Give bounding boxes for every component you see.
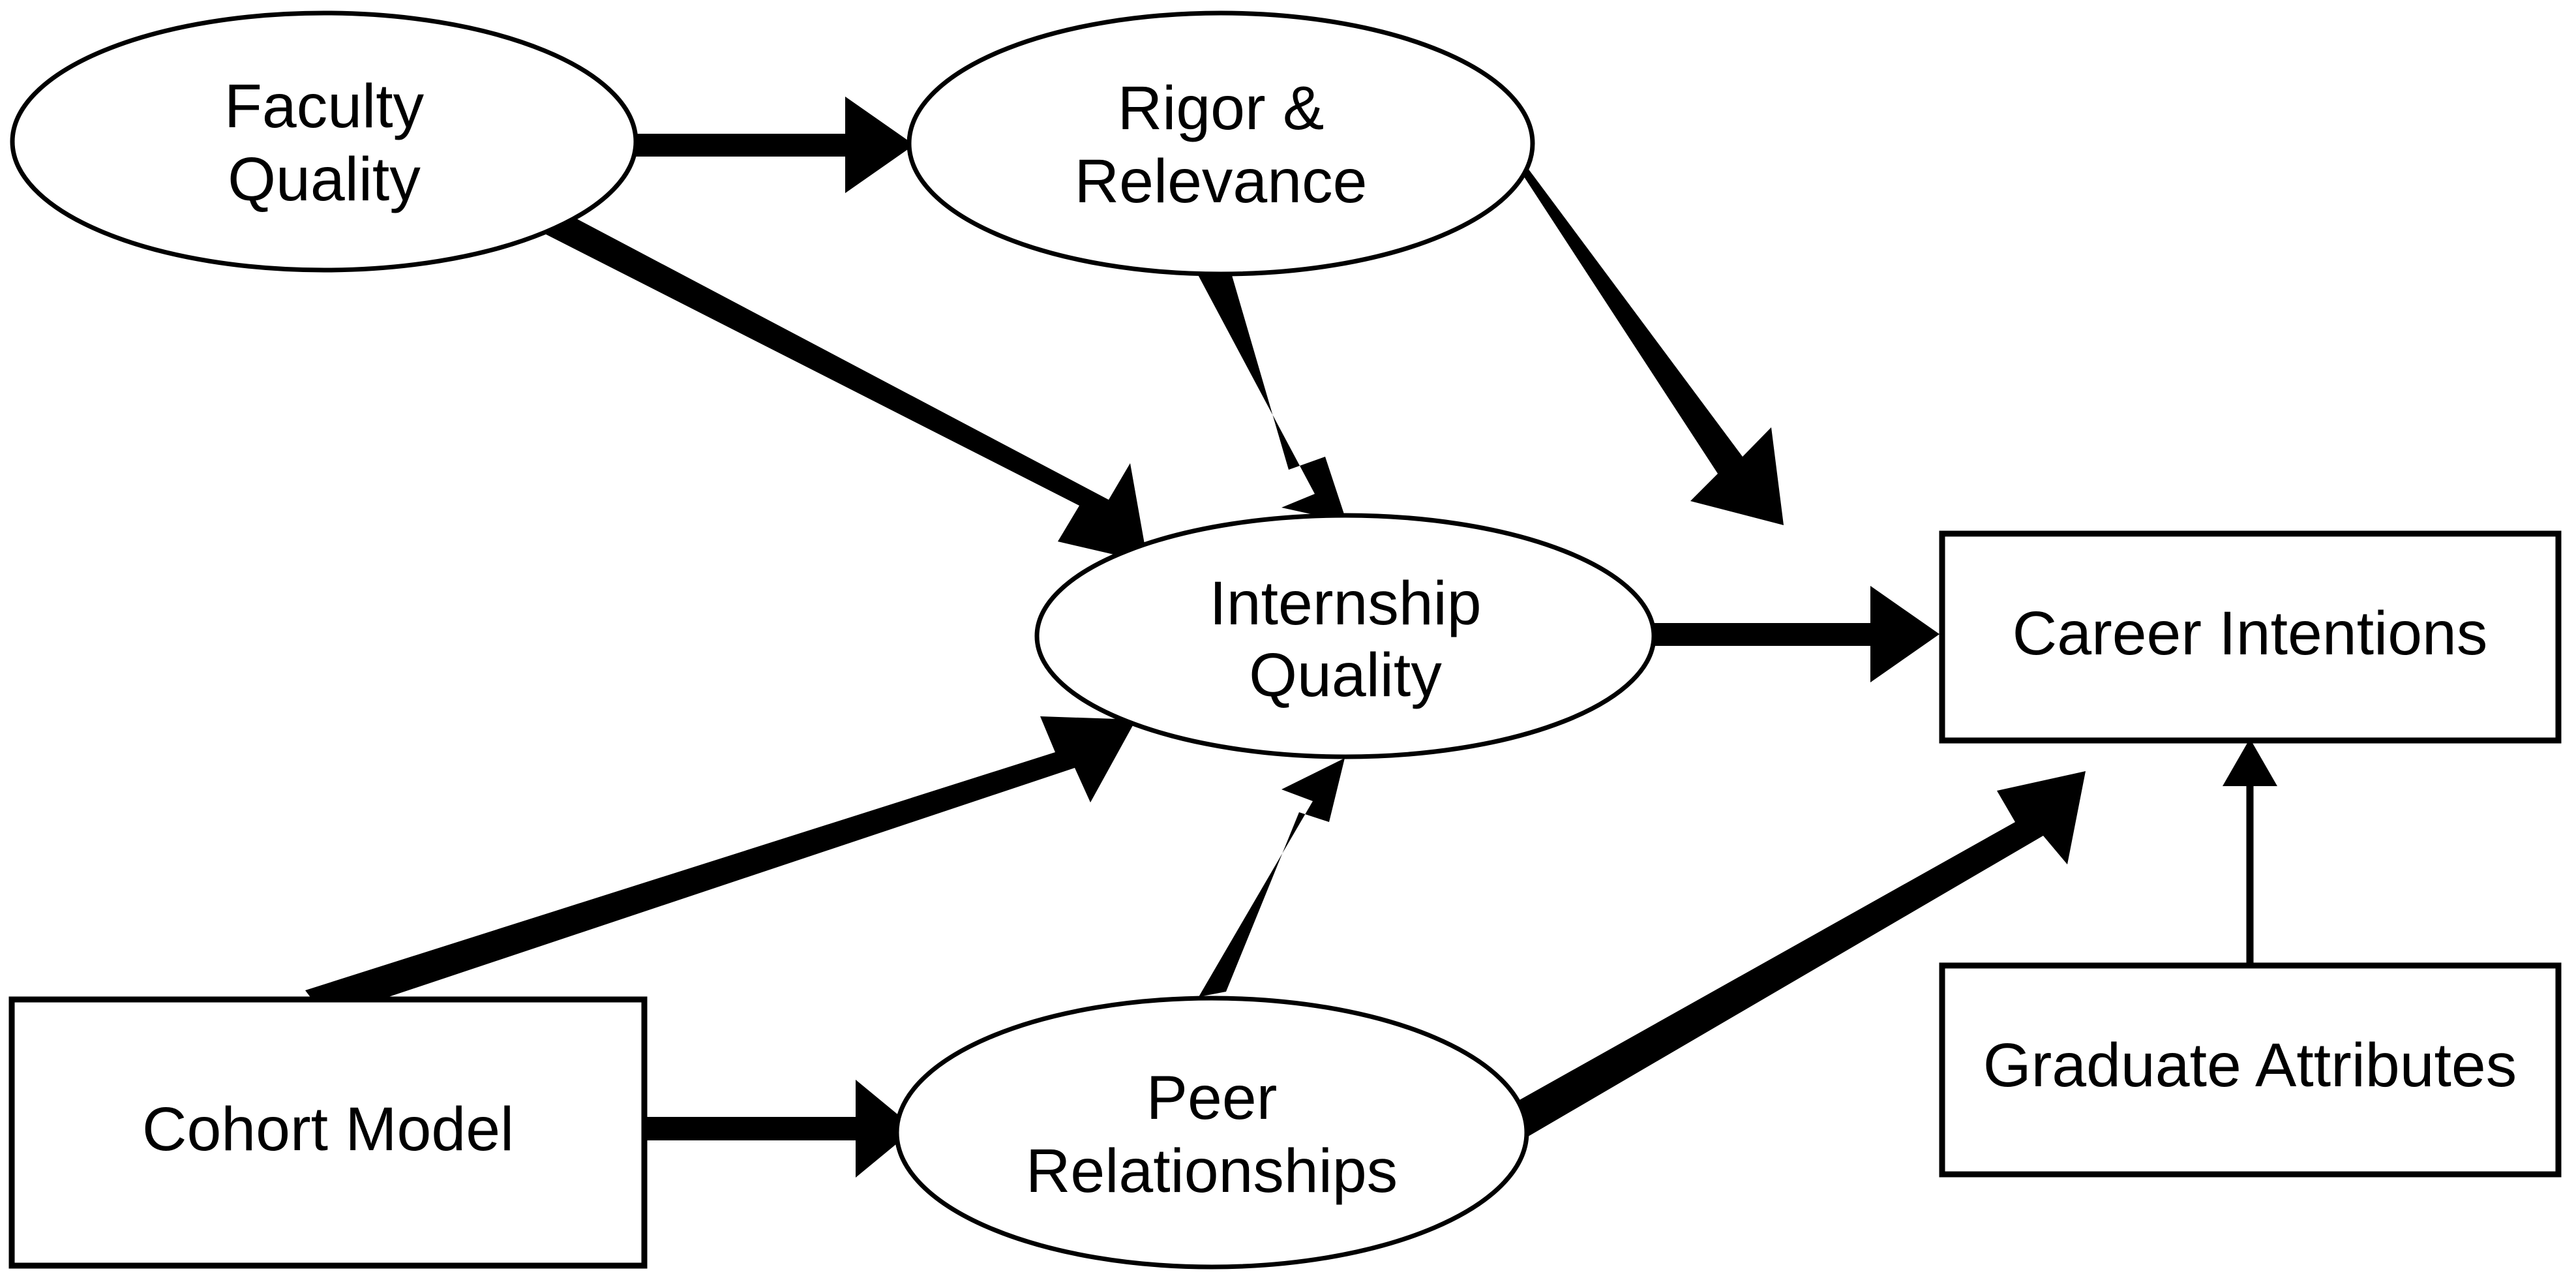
peer-relationships-ellipse[interactable] — [894, 996, 1529, 1270]
cohort-model-label: Cohort Model — [142, 1095, 514, 1164]
edge-cohort-to-internship — [305, 716, 1136, 1018]
edge-peer-to-internship — [1199, 758, 1345, 997]
peer-relationships-label-line2: Relationships — [1026, 1136, 1398, 1206]
internship-quality-ellipse[interactable] — [1034, 513, 1656, 759]
graduate-attributes-label: Graduate Attributes — [1983, 1031, 2517, 1100]
career-intentions-label: Career Intentions — [2013, 599, 2488, 668]
node-cohort-model[interactable]: Cohort Model — [8, 996, 648, 1269]
rigor-relevance-label-line2: Relevance — [1075, 147, 1368, 216]
edge-rigor-to-internship — [1195, 264, 1347, 522]
node-faculty-quality[interactable]: Faculty Quality — [10, 10, 638, 273]
node-rigor-relevance[interactable]: Rigor & Relevance — [906, 10, 1535, 277]
node-internship-quality[interactable]: Internship Quality — [1034, 513, 1656, 759]
rigor-relevance-ellipse[interactable] — [906, 10, 1535, 277]
edge-peer-to-career — [1503, 771, 2086, 1138]
career-intentions-rect[interactable] — [1939, 530, 2562, 744]
node-career-intentions[interactable]: Career Intentions — [1939, 530, 2562, 744]
internship-quality-label-line2: Quality — [1249, 641, 1442, 710]
faculty-quality-label-line2: Quality — [228, 145, 421, 214]
rigor-relevance-label-line1: Rigor & — [1118, 74, 1325, 143]
faculty-quality-ellipse[interactable] — [10, 10, 638, 273]
edge-rigor-to-career — [1492, 128, 1784, 525]
node-peer-relationships[interactable]: Peer Relationships — [894, 996, 1529, 1270]
node-graduate-attributes[interactable]: Graduate Attributes — [1939, 962, 2562, 1178]
peer-relationships-label-line1: Peer — [1146, 1063, 1278, 1133]
cohort-model-rect[interactable] — [8, 996, 648, 1269]
faculty-quality-label-line1: Faculty — [224, 72, 425, 141]
edge-faculty-to-internship — [532, 204, 1148, 562]
edge-internship-to-career — [1649, 586, 1939, 682]
edge-cohort-to-peer — [644, 1080, 915, 1178]
graduate-attributes-rect[interactable] — [1939, 962, 2562, 1178]
internship-quality-label-line1: Internship — [1209, 569, 1481, 638]
edge-graduate-to-career — [2223, 739, 2277, 964]
edge-faculty-to-rigor — [628, 97, 914, 193]
